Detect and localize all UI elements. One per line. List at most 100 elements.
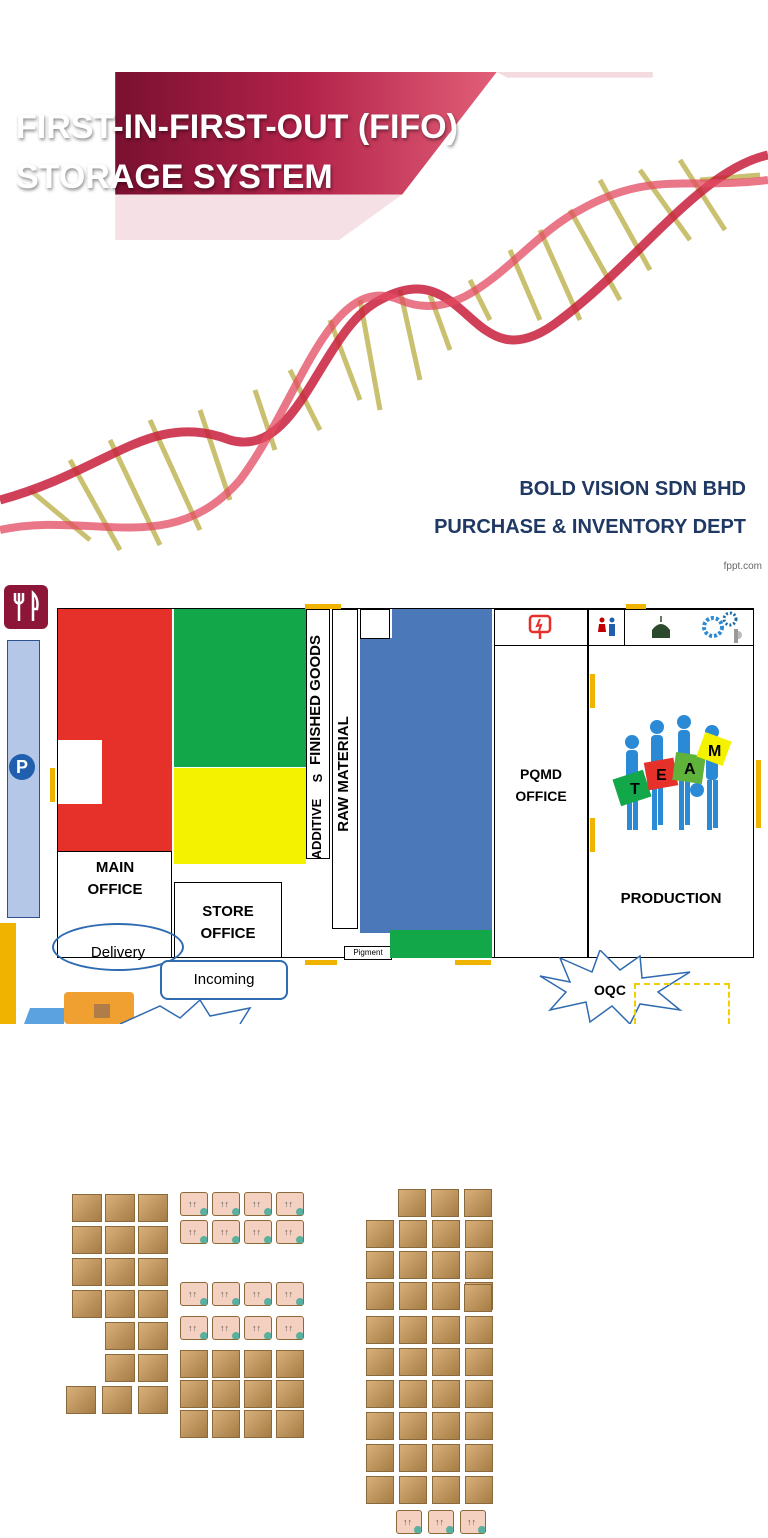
dna-rung [637,168,693,242]
pallet-box-icon: ↑↑ [244,1220,272,1244]
pqmd-office [494,609,588,958]
store-office [174,882,282,958]
carton-box-icon [180,1410,208,1438]
delivery-label: Delivery [90,944,146,961]
pigment-area: Pigment [344,946,392,960]
carton-box-icon [399,1282,427,1310]
carton-box-icon [212,1350,240,1378]
dna-helix-image [0,150,768,552]
svg-text:↑↑: ↑↑ [252,1227,261,1237]
carton-box-icon [432,1251,460,1279]
pallet-box-icon: ↑↑ [276,1220,304,1244]
svg-text:↑↑: ↑↑ [403,1517,412,1527]
carton-box-icon [432,1380,460,1408]
team-letter-e: E [656,767,667,784]
pallet-box-icon: ↑↑ [244,1192,272,1216]
store-office-line1: STORE [202,903,254,920]
carton-box-icon [276,1380,304,1408]
yellow-storage-zone [174,768,306,864]
svg-text:↑↑: ↑↑ [188,1289,197,1299]
carton-box-icon [138,1258,168,1286]
starburst-incoming [120,998,252,1024]
dna-rung [467,278,493,322]
incoming-callout [160,960,288,1000]
carton-box-icon [465,1220,493,1248]
gears-icon [698,609,746,645]
carton-box-icon [399,1220,427,1248]
pallet-box-icon: ↑↑ [428,1510,454,1534]
blue-zone-top [392,609,492,639]
carton-box-icon [105,1226,135,1254]
svg-text:↑↑: ↑↑ [467,1517,476,1527]
carton-box-icon [432,1282,460,1310]
carton-box-icon [180,1350,208,1378]
title-slide: FIRST-IN-FIRST-OUT (FIFO) STORAGE SYSTEM… [0,0,768,578]
carton-box-icon [431,1189,459,1217]
svg-text:↑↑: ↑↑ [252,1323,261,1333]
oqc-area [634,983,730,1024]
carton-box-icon [465,1316,493,1344]
carton-box-icon [102,1386,132,1414]
pallet-box-icon: ↑↑ [180,1192,208,1216]
dna-rung [357,299,383,411]
slide-title-line2: STORAGE SYSTEM [16,158,333,196]
svg-text:↑↑: ↑↑ [220,1199,229,1209]
team-puzzle-icon: T E A M [612,712,736,872]
pallet-box-icon: ↑↑ [460,1510,486,1534]
pqmd-office-line1: PQMD [520,766,562,782]
carton-box-icon [432,1444,460,1472]
carton-box-icon [465,1251,493,1279]
carton-box-icon [366,1220,394,1248]
carton-box-icon [366,1316,394,1344]
svg-text:↑↑: ↑↑ [220,1323,229,1333]
delivery-truck-icon [20,990,140,1024]
incoming-label: Incoming [193,971,255,988]
svg-text:↑↑: ↑↑ [284,1227,293,1237]
svg-text:↑↑: ↑↑ [284,1199,293,1209]
watermark: fppt.com [723,561,762,572]
team-letter-m: M [708,743,721,760]
svg-text:↑↑: ↑↑ [252,1289,261,1299]
door-marker [50,768,55,802]
carton-box-icon [72,1290,102,1318]
blue-zone-gap [360,609,390,639]
carton-box-icon [399,1444,427,1472]
carton-box-icon [366,1444,394,1472]
company-name: BOLD VISION SDN BHD [519,478,746,500]
carton-box-icon [399,1476,427,1504]
door-marker [305,960,337,965]
svg-text:↑↑: ↑↑ [284,1289,293,1299]
carton-box-icon [366,1282,394,1310]
carton-box-icon [180,1380,208,1408]
fork-knife-icon [4,585,48,629]
carton-box-icon [432,1316,460,1344]
department-name: PURCHASE & INVENTORY DEPT [434,516,746,538]
pallet-box-icon: ↑↑ [276,1282,304,1306]
pallet-box-icon: ↑↑ [276,1316,304,1340]
parking-icon: P [9,754,35,780]
production-area [588,609,754,958]
door-marker [756,760,761,828]
carton-box-icon [138,1322,168,1350]
title-banner [115,72,653,240]
pallet-box-icon: ↑↑ [276,1192,304,1216]
oqc-label: OQC [594,982,626,998]
pallet-box-icon: ↑↑ [212,1282,240,1306]
raw-material-column [332,609,358,929]
carton-box-icon [72,1226,102,1254]
carton-box-icon [465,1412,493,1440]
pigment-shelf [390,930,492,958]
svg-text:↑↑: ↑↑ [188,1227,197,1237]
carton-box-icon [138,1194,168,1222]
carton-box-icon [72,1194,102,1222]
pallet-box-icon: ↑↑ [212,1192,240,1216]
mosque-icon [650,616,672,640]
carton-box-icon [399,1412,427,1440]
main-office-line1: MAIN [95,859,135,876]
carton-box-icon [66,1386,96,1414]
carton-box-icon [212,1410,240,1438]
red-zone-gap [58,740,102,804]
floor-plan: P ↑↑↑↑↑↑↑↑↑↑↑↑↑↑↑↑↑↑↑↑↑↑↑↑↑↑↑↑↑↑↑↑ FINIS… [0,578,768,1534]
carton-box-icon [244,1380,272,1408]
carton-box-icon [464,1284,492,1312]
